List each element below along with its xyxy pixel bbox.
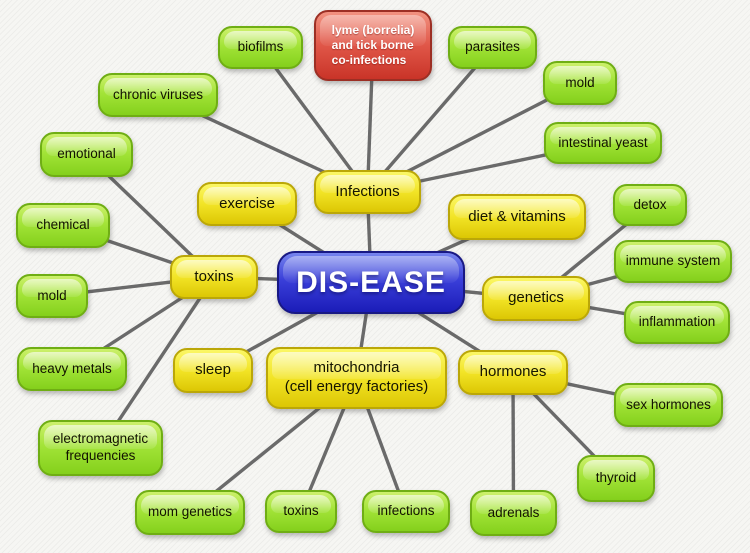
- node-label-parasites: parasites: [465, 39, 520, 55]
- node-label-infections: Infections: [335, 182, 400, 200]
- node-lyme[interactable]: lyme (borrelia) and tick borne co-infect…: [314, 10, 432, 81]
- node-label-sleep: sleep: [195, 361, 231, 379]
- node-label-genetics: genetics: [508, 289, 564, 307]
- node-diet-vitamins[interactable]: diet & vitamins: [448, 194, 586, 240]
- node-infections-bottom[interactable]: infections: [362, 490, 450, 533]
- node-adrenals[interactable]: adrenals: [470, 490, 557, 536]
- node-chronic-viruses[interactable]: chronic viruses: [98, 73, 218, 117]
- node-label-inflammation: inflammation: [638, 314, 716, 330]
- node-mom-genetics[interactable]: mom genetics: [135, 490, 245, 535]
- node-label-exercise: exercise: [219, 194, 275, 212]
- node-label-infections-bottom: infections: [377, 503, 435, 519]
- node-label-mold-top: mold: [565, 74, 595, 90]
- edge-infections-biofilms: [259, 46, 369, 194]
- node-label-immune-system: immune system: [625, 253, 721, 269]
- node-genetics[interactable]: genetics: [482, 276, 590, 321]
- node-inflammation[interactable]: inflammation: [624, 301, 730, 344]
- node-toxins-bottom[interactable]: toxins: [265, 490, 337, 533]
- node-immune-system[interactable]: immune system: [614, 240, 732, 283]
- node-label-mom-genetics: mom genetics: [147, 504, 233, 520]
- node-mold-left[interactable]: mold: [16, 274, 88, 318]
- edge-toxins-em-frequencies: [99, 276, 216, 449]
- node-parasites[interactable]: parasites: [448, 26, 537, 69]
- node-label-dis-ease: DIS-EASE: [296, 265, 446, 299]
- node-infections[interactable]: Infections: [314, 170, 421, 214]
- node-label-chronic-viruses: chronic viruses: [112, 86, 204, 102]
- node-mold-top[interactable]: mold: [543, 61, 617, 105]
- node-emotional[interactable]: emotional: [40, 132, 133, 177]
- node-thyroid[interactable]: thyroid: [577, 455, 655, 502]
- node-dis-ease[interactable]: DIS-EASE: [277, 251, 465, 314]
- node-label-chemical: chemical: [36, 217, 90, 233]
- node-sex-hormones[interactable]: sex hormones: [614, 383, 723, 427]
- node-label-hormones: hormones: [479, 363, 547, 381]
- node-label-toxins: toxins: [194, 267, 234, 285]
- node-label-sex-hormones: sex hormones: [626, 396, 711, 412]
- node-exercise[interactable]: exercise: [197, 182, 297, 226]
- node-label-toxins-bottom: toxins: [283, 503, 319, 519]
- node-intestinal-yeast[interactable]: intestinal yeast: [544, 122, 662, 164]
- node-toxins[interactable]: toxins: [170, 255, 258, 299]
- node-label-thyroid: thyroid: [595, 470, 637, 486]
- node-em-frequencies[interactable]: electromagnetic frequencies: [38, 420, 163, 476]
- node-hormones[interactable]: hormones: [458, 350, 568, 395]
- node-label-heavy-metals: heavy metals: [32, 360, 112, 376]
- node-label-em-frequencies: electromagnetic frequencies: [52, 431, 149, 463]
- node-chemical[interactable]: chemical: [16, 203, 110, 248]
- node-label-emotional: emotional: [57, 146, 116, 162]
- node-label-diet-vitamins: diet & vitamins: [468, 207, 566, 225]
- node-label-intestinal-yeast: intestinal yeast: [558, 134, 648, 150]
- node-label-lyme: lyme (borrelia) and tick borne co-infect…: [331, 23, 415, 67]
- node-label-adrenals: adrenals: [487, 504, 540, 520]
- node-sleep[interactable]: sleep: [173, 348, 253, 393]
- node-mitochondria[interactable]: mitochondria (cell energy factories): [266, 347, 447, 409]
- edge-hormones-adrenals: [511, 372, 516, 514]
- node-label-detox: detox: [633, 196, 667, 212]
- node-label-biofilms: biofilms: [237, 39, 284, 55]
- node-heavy-metals[interactable]: heavy metals: [17, 347, 127, 391]
- node-label-mold-left: mold: [37, 287, 67, 303]
- node-detox[interactable]: detox: [613, 184, 687, 226]
- edge-infections-parasites: [366, 46, 494, 194]
- node-biofilms[interactable]: biofilms: [218, 26, 303, 69]
- node-label-mitochondria: mitochondria (cell energy factories): [284, 359, 429, 395]
